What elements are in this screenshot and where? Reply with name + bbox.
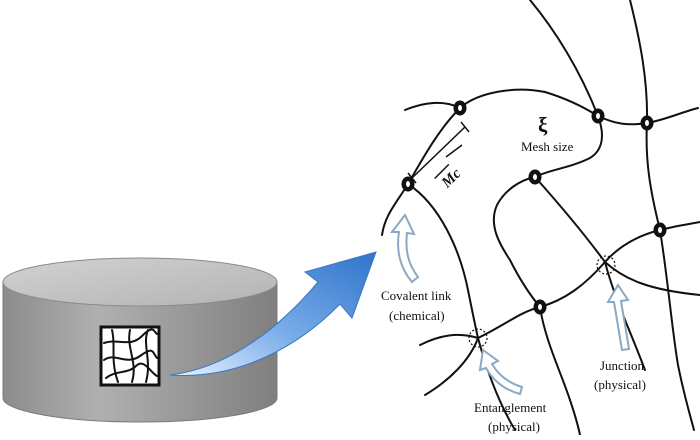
junction-sublabel: (physical) xyxy=(594,377,646,392)
entanglement-label: Entanglement xyxy=(474,400,547,415)
network-inset-icon xyxy=(99,325,161,387)
crosslink-node xyxy=(401,176,415,192)
mesh-size-label: Mesh size xyxy=(521,139,574,154)
covalent-link-sublabel: (chemical) xyxy=(389,308,445,323)
crosslink-node xyxy=(533,299,547,315)
junction-ring xyxy=(596,255,616,275)
crosslink-node xyxy=(653,222,667,238)
mesh-size-symbol: ξ xyxy=(538,113,548,137)
covalent-link-label: Covalent link xyxy=(381,288,452,303)
mc-bracket xyxy=(407,121,470,184)
polymer-network xyxy=(381,0,700,436)
hollow-arrow-icon xyxy=(478,348,524,396)
mc-overbar xyxy=(434,163,450,180)
curved-arrow-icon xyxy=(169,251,377,376)
hollow-arrow-icon xyxy=(606,283,631,352)
crosslink-node xyxy=(591,108,605,124)
crosslink-node xyxy=(640,115,654,131)
crosslink-node xyxy=(453,100,467,116)
mc-label: Mc xyxy=(438,166,464,192)
entanglement-ring xyxy=(468,328,488,348)
crosslink-node xyxy=(528,169,542,185)
junction-label: Junction xyxy=(600,358,645,373)
entanglement-sublabel: (physical) xyxy=(488,419,540,434)
hollow-arrow-icon xyxy=(389,213,420,284)
